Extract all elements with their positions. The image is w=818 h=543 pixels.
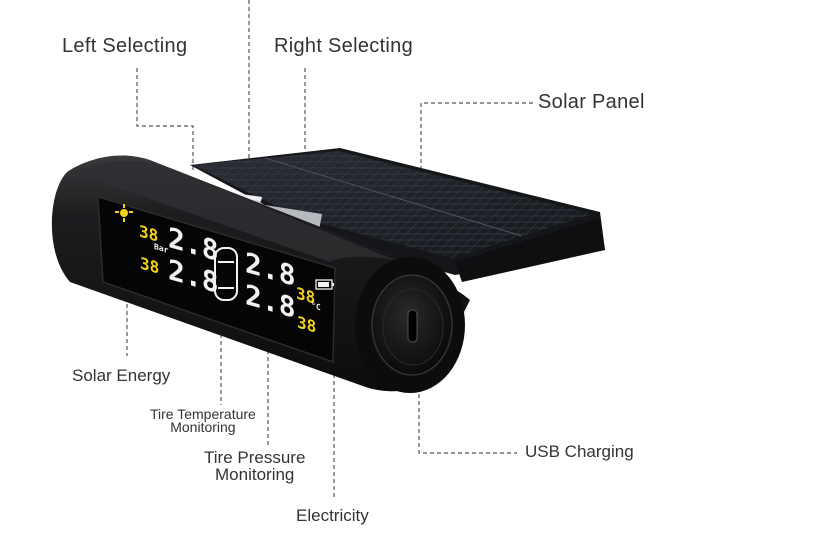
electricity-label: Electricity [296,506,369,525]
right-selecting-label: Right Selecting [274,35,414,57]
tire-pressure-label-line2: Monitoring [215,465,295,484]
tire-temperature-label-line1: Tire Temperature [150,406,256,422]
tire-temperature-label: Tire Temperature Monitoring [150,406,256,435]
usb-charging-label: USB Charging [525,442,634,461]
tire-temperature-label-line2: Monitoring [170,419,236,435]
left-selecting-label: Left Selecting [62,35,188,57]
leader-usb-charging [418,380,517,454]
solar-panel [190,148,605,330]
leader-left-selecting [136,68,194,170]
sun-icon [115,204,133,222]
lcd-screen [97,195,336,364]
battery-icon [315,279,334,290]
solar-energy-label: Solar Energy [72,366,171,385]
tire-pressure-label: Tire Pressure Monitoring [204,449,305,483]
usb-port [407,309,418,343]
solar-panel-label: Solar Panel [538,91,645,113]
tire-pressure-label-line1: Tire Pressure [204,448,306,467]
car-icon [214,247,238,301]
